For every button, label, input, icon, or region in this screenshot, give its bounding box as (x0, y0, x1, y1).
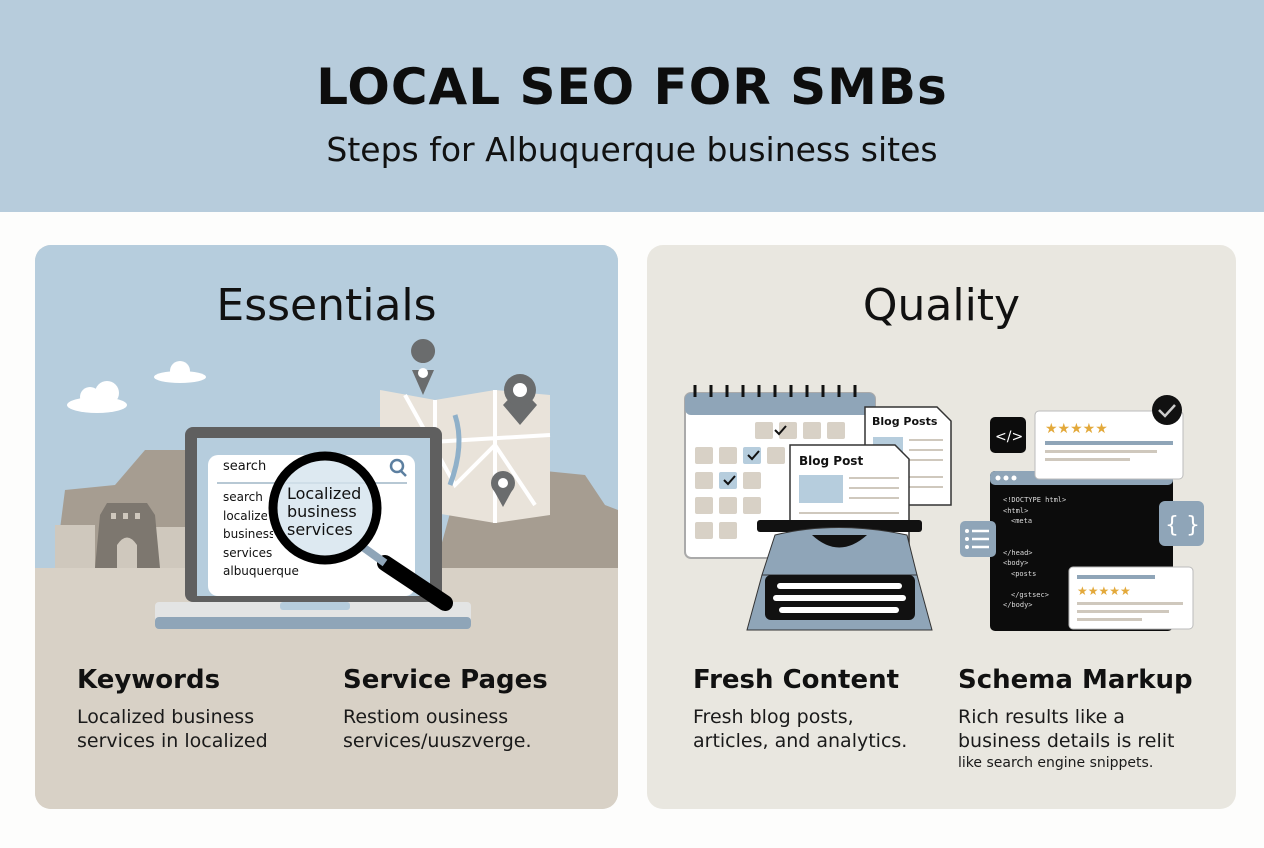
star-rating-icon: ★★★★★ (1045, 421, 1108, 437)
suggestion[interactable]: albuquerque (223, 564, 299, 578)
rating-card-top: ★★★★★ (1034, 410, 1184, 480)
suggestion[interactable]: localize (223, 508, 267, 523)
suggestion[interactable]: search (223, 490, 263, 504)
svg-text:</>: </> (995, 429, 1023, 445)
suggestion[interactable]: business (223, 527, 273, 541)
header-banner: LOCAL SEO FOR SMBs Steps for Albuquerque… (0, 0, 1264, 212)
suggestion[interactable]: services (223, 545, 273, 560)
search-suggestions: search localize business services albuqu… (223, 488, 299, 581)
checkmark-icon (1152, 395, 1182, 425)
magnified-line: business (287, 502, 357, 521)
fresh-content-text: Fresh blog posts,articles, and analytics… (693, 706, 908, 752)
map-pin-icon (411, 339, 537, 507)
blog-posts-label: Blog Posts (872, 415, 938, 428)
search-icon (389, 458, 407, 477)
essentials-illustration (55, 339, 618, 629)
essentials-title: Essentials (216, 280, 437, 331)
keywords-heading: Keywords (77, 665, 221, 695)
quality-panel: Quality (647, 245, 1236, 809)
page-title: LOCAL SEO FOR SMBs (316, 58, 948, 116)
fresh-content-heading: Fresh Content (693, 665, 900, 695)
magnifying-glass-icon (268, 451, 453, 611)
list-icon (960, 521, 996, 557)
search-query[interactable]: search (223, 459, 267, 474)
schema-markup-heading: Schema Markup (958, 665, 1193, 695)
star-rating-icon: ★★★★★ (1077, 584, 1131, 598)
blog-post-label: Blog Post (799, 454, 864, 468)
magnified-line: Localized (287, 484, 362, 503)
code-text: <!DOCTYPE html> <html> <meta </head> <bo… (1003, 496, 1067, 609)
braces-icon: { } (1159, 501, 1204, 546)
page-subtitle: Steps for Albuquerque business sites (326, 130, 938, 169)
quality-title: Quality (862, 280, 1021, 331)
svg-text:{ }: { } (1165, 513, 1200, 538)
magnified-line: services (287, 520, 353, 539)
code-icon: </> (990, 417, 1026, 453)
rating-card-bottom: ★★★★★ (1068, 566, 1194, 630)
quality-illustration: ★★★★★ ★★★★★ </> { } (684, 385, 1204, 631)
fresh-content-section: Fresh Content Fresh blog posts,articles,… (693, 665, 953, 753)
service-pages-heading: Service Pages (343, 665, 548, 695)
magnified-text: Localized business services (287, 485, 361, 539)
typewriter-icon (746, 520, 933, 631)
essentials-panel: search search localize business services… (35, 245, 618, 809)
schema-markup-note: like search engine snippets. (958, 755, 1154, 771)
cloud-icon (67, 361, 206, 413)
